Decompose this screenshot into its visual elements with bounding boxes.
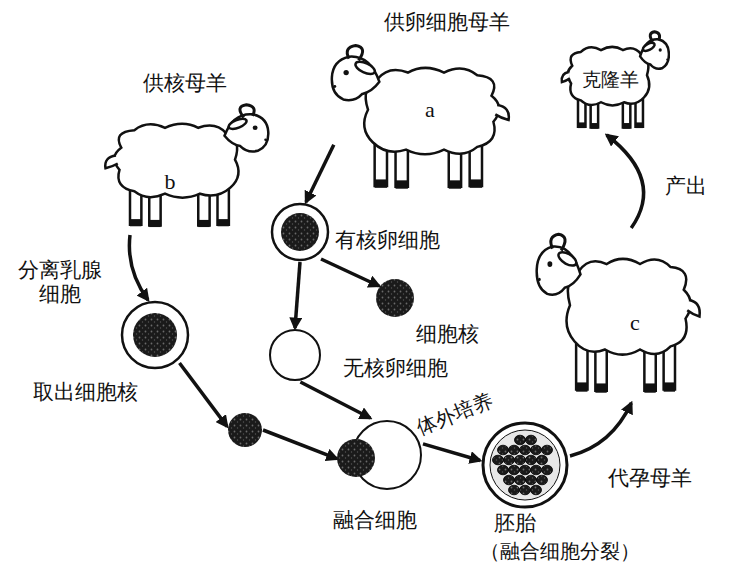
node-label: 有核卵细胞 (335, 228, 440, 252)
node-label: 克隆羊 (582, 69, 639, 91)
arrow-label: 体外培养 (412, 388, 498, 441)
cell-figure (375, 278, 415, 318)
cell-node: 无核卵细胞 (268, 328, 322, 382)
process-arrow (300, 382, 370, 418)
process-arrow (570, 403, 631, 456)
cell-figure (120, 300, 190, 370)
cell-node: 取出细胞核 (227, 412, 263, 448)
node-label: 供卵细胞母羊 (384, 10, 510, 34)
cell-figure (480, 420, 570, 510)
node-label: 细胞核 (416, 322, 479, 346)
sheep-node: 克隆羊 (555, 28, 670, 135)
node-label: b (165, 169, 176, 194)
arrow-label: 产出 (663, 174, 709, 198)
cell-node: 有核卵细胞 (270, 202, 330, 262)
cell-figure (270, 202, 330, 262)
sheep-figure (535, 228, 710, 403)
node-label: c (630, 310, 640, 335)
sheep-node: 供核母羊 b (95, 70, 270, 235)
cell-node: 分离乳腺细胞 (120, 300, 190, 370)
cell-figure (268, 328, 322, 382)
sheep-figure (330, 40, 520, 198)
arrow-label: 代孕母羊 (606, 466, 694, 490)
cell-node: 胚胎（融合细胞分裂） (480, 420, 570, 510)
node-label: a (425, 97, 435, 122)
process-arrow (607, 135, 644, 228)
process-arrow (321, 259, 379, 286)
node-label: 融合细胞 (333, 508, 417, 532)
sheep-figure (95, 100, 270, 235)
sheep-node: c (535, 228, 710, 403)
cell-node: 融合细胞 (335, 418, 423, 492)
process-arrow (423, 444, 480, 461)
node-label: （融合细胞分裂） (480, 540, 640, 563)
node-label: 无核卵细胞 (343, 356, 448, 380)
node-label: 供核母羊 (143, 71, 227, 95)
sheep-node: 供卵细胞母羊 a (330, 8, 520, 198)
cell-node: 细胞核 (375, 278, 415, 318)
node-label: 取出细胞核 (33, 380, 138, 404)
process-arrow (263, 430, 337, 459)
process-arrow (295, 262, 300, 328)
node-label: 胚胎 (494, 511, 536, 535)
node-label: 分离乳腺细胞 (17, 258, 103, 306)
cell-figure (335, 418, 423, 492)
process-arrow (180, 363, 228, 426)
cell-figure (227, 412, 263, 448)
process-arrow (306, 145, 334, 202)
process-arrow (129, 235, 148, 300)
